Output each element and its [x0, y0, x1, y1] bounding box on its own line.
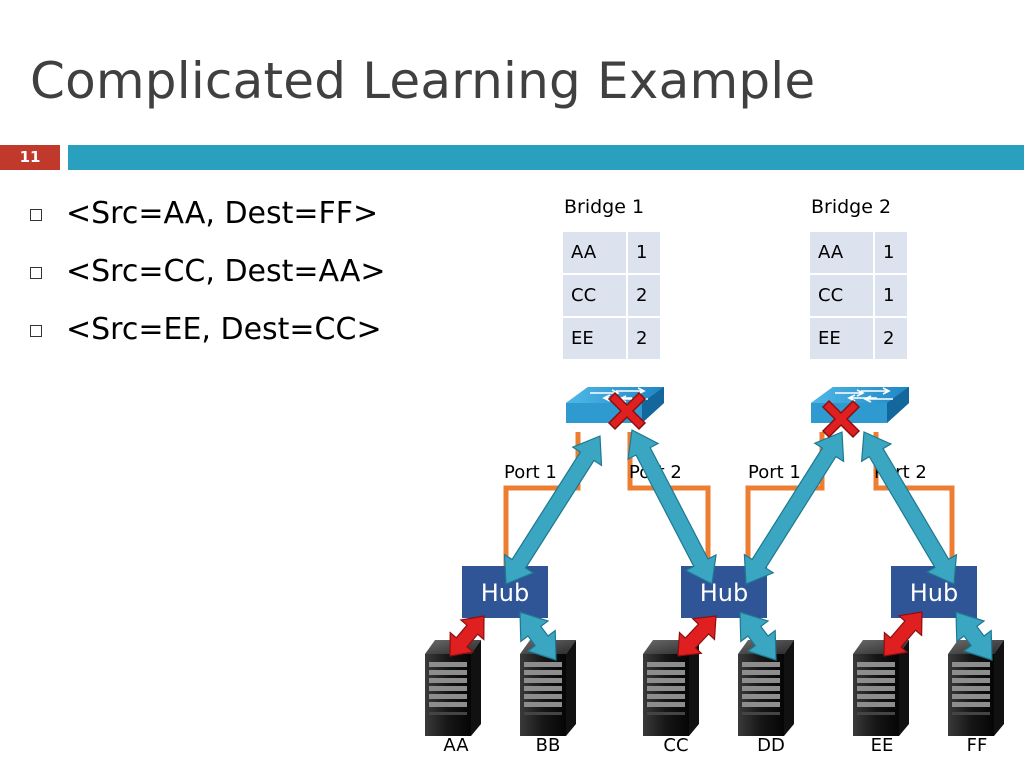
table-cell-port: 2 [628, 275, 660, 316]
square-bullet-icon [30, 267, 42, 279]
hub-3-to-ee-arrow [883, 611, 923, 657]
hub-2-to-dd-arrow [739, 611, 777, 661]
host-label-cc: CC [663, 735, 688, 756]
bullet-item: <Src=CC, Dest=AA> [30, 254, 386, 312]
bullet-item: <Src=EE, Dest=CC> [30, 312, 386, 370]
square-bullet-icon [30, 325, 42, 337]
red-arrows [449, 611, 923, 657]
table-cell-addr: CC [563, 275, 626, 316]
bridge-1-to-hub-1-arrow [503, 435, 603, 585]
table-cell-port: 1 [875, 275, 907, 316]
port-labels: Port 1 Port 2 Port 1 Port 2 [504, 462, 927, 483]
slide-number: 11 [0, 145, 60, 170]
bullet-text: <Src=CC, Dest=AA> [66, 254, 386, 289]
slide-title: Complicated Learning Example [30, 52, 816, 110]
hub-1-to-bb-arrow [519, 611, 557, 661]
bridge-1-label: Bridge 1 [564, 196, 645, 218]
hub-2-label: Hub [700, 579, 749, 607]
table-cell-port: 1 [875, 232, 907, 273]
host-label-ee: EE [871, 735, 894, 756]
host-label-aa: AA [443, 735, 469, 756]
hub-3-label: Hub [910, 579, 959, 607]
hub-2-to-cc-arrow [677, 615, 717, 657]
bridge-1-to-hub-2-arrow [627, 429, 717, 585]
host-labels: AA BB CC DD EE FF [443, 735, 987, 756]
accent-bar [68, 145, 1024, 170]
bullet-text: <Src=EE, Dest=CC> [66, 312, 382, 347]
table-cell-addr: EE [563, 318, 626, 359]
table-cell-port: 1 [628, 232, 660, 273]
bridge-2-to-hub-3-arrow [860, 431, 958, 585]
bridge-1-port-1-label: Port 1 [504, 462, 557, 483]
table-cell-addr: AA [563, 232, 626, 273]
square-bullet-icon [30, 209, 42, 221]
host-label-ff: FF [967, 735, 988, 756]
table-cell-port: 2 [875, 318, 907, 359]
hub-1-to-aa-arrow [449, 615, 485, 657]
host-ee-server-icon [853, 640, 909, 736]
host-label-dd: DD [757, 735, 785, 756]
table-cell-addr: AA [810, 232, 873, 273]
host-label-bb: BB [536, 735, 561, 756]
bullet-text: <Src=AA, Dest=FF> [66, 196, 379, 231]
teal-arrows [503, 429, 993, 661]
bridge-2-to-hub-2-arrow [743, 431, 845, 585]
bullet-item: <Src=AA, Dest=FF> [30, 196, 386, 254]
table-cell-addr: EE [810, 318, 873, 359]
table-cell-addr: CC [810, 275, 873, 316]
hub-1-label: Hub [481, 579, 530, 607]
bridge-2-port-1-label: Port 1 [748, 462, 801, 483]
bullet-list: <Src=AA, Dest=FF> <Src=CC, Dest=AA> <Src… [30, 196, 386, 370]
table-cell-port: 2 [628, 318, 660, 359]
bridge-2-label: Bridge 2 [811, 196, 892, 218]
hub-3-to-ff-arrow [955, 611, 993, 661]
